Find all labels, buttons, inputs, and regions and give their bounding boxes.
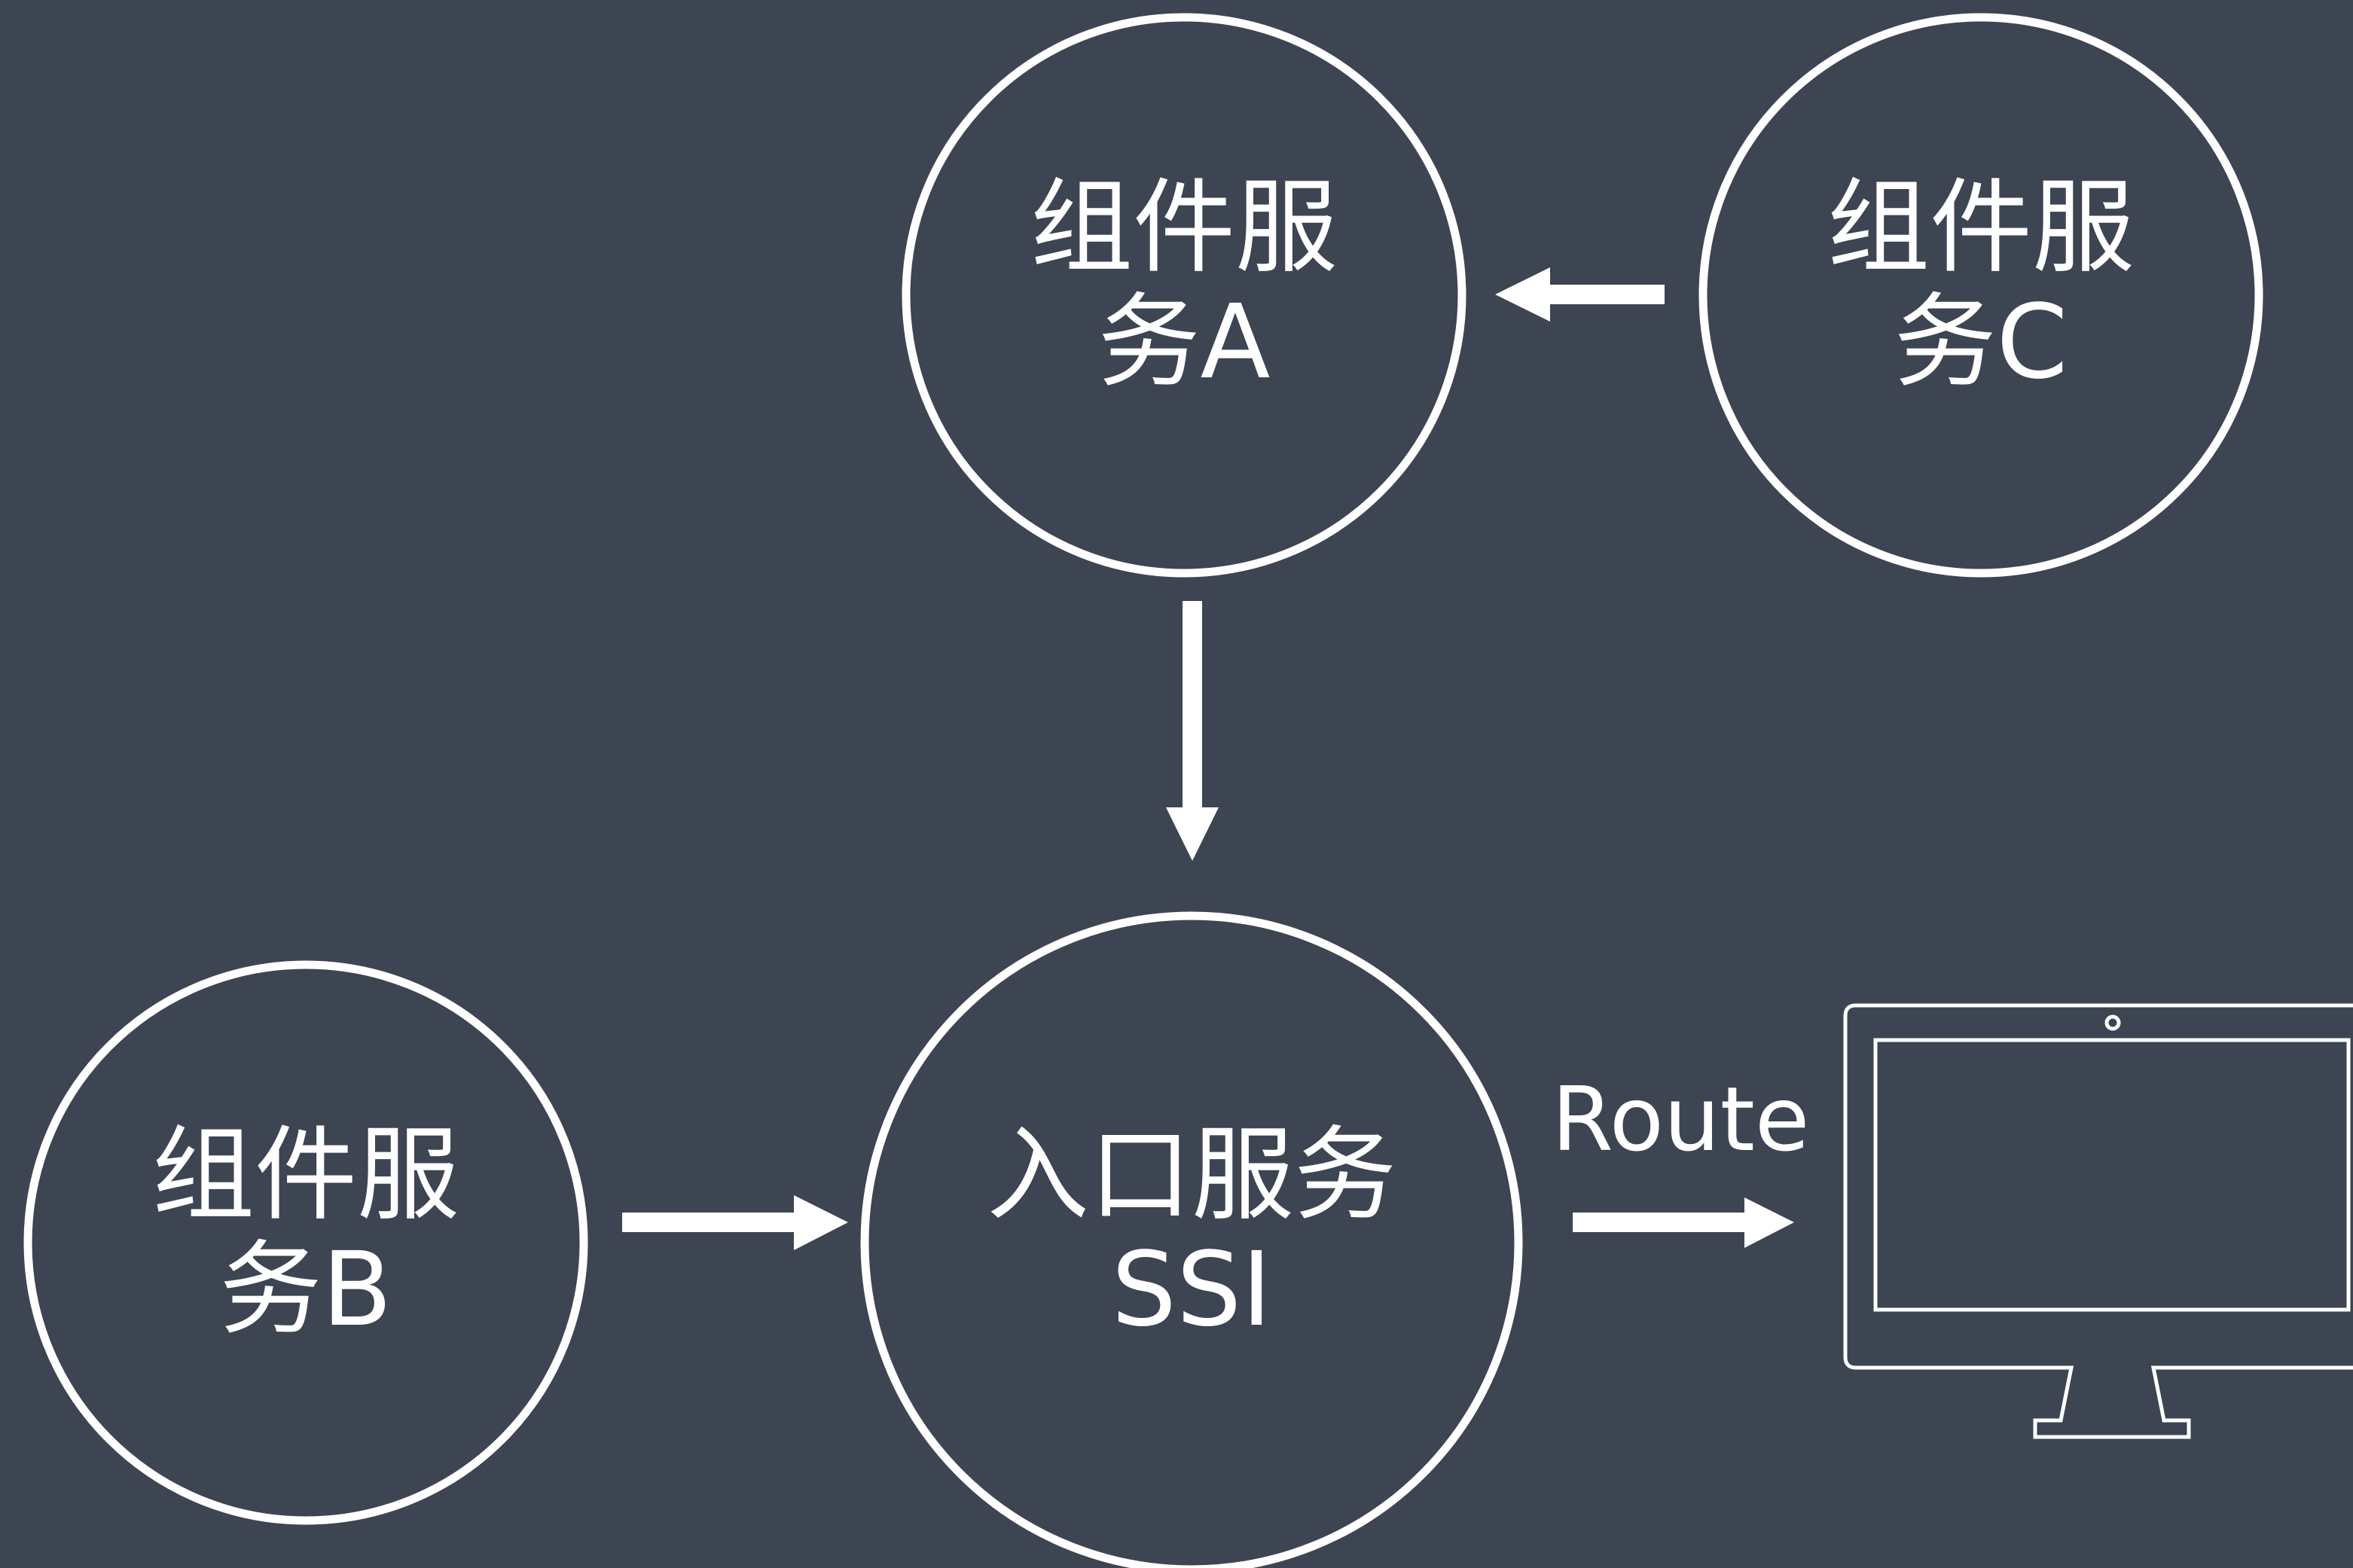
- node-service-c: [1698, 13, 2263, 578]
- entry-ssi-label: 入口服务 SSI: [987, 1116, 1396, 1350]
- node-service-b: [23, 960, 588, 1525]
- monitor-icon: [1843, 1003, 2353, 1439]
- service-c-label: 组件服 务C: [1827, 169, 2135, 403]
- arrow-a-to-ssi: [1166, 601, 1219, 861]
- service-a-label: 组件服 务A: [1030, 169, 1338, 403]
- node-service-a: [902, 13, 1466, 578]
- arrow-b-to-ssi: [622, 1195, 848, 1250]
- arrow-c-to-a: [1495, 267, 1665, 322]
- arrow-ssi-to-client: [1573, 1197, 1794, 1248]
- route-label: Route: [1552, 1067, 1810, 1171]
- service-b-label: 组件服 务B: [152, 1116, 459, 1350]
- node-entry-ssi: [860, 911, 1523, 1568]
